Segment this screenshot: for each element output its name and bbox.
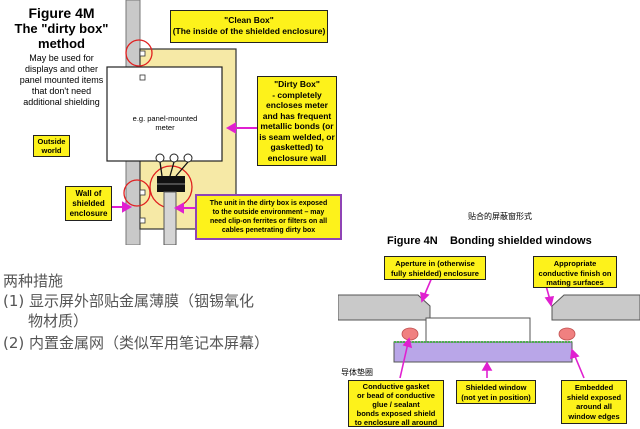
gasket-bead-left [401, 327, 419, 341]
meter-label: e.g. panel-mounted meter [132, 114, 198, 132]
figure-4m-subtitle-2: method [38, 36, 85, 51]
window-glass [425, 317, 531, 343]
conductive-finish-label: Appropriate conductive finish on mating … [533, 256, 617, 288]
figure-4n-diagram [338, 274, 640, 379]
figure-4m-subtitle-1: The "dirty box" [14, 21, 109, 36]
enclosure-right [551, 294, 640, 321]
outside-world-label: Outside world [33, 135, 70, 157]
meter-body [106, 66, 223, 162]
terminal-2 [169, 153, 179, 163]
dirty-box-label: "Dirty Box" - completely encloses meter … [257, 76, 337, 166]
figure-4n-caption-cn: 贴合的屏蔽窗形式 [468, 212, 532, 221]
aperture-label: Aperture in (otherwise fully shielded) e… [384, 256, 486, 280]
notes-item-1-line-1: (1) 显示屏外部贴金属薄膜（铟锡氧化 [3, 292, 255, 310]
gasket-bead-right [558, 327, 576, 341]
gasket-label: Conductive gasket or bead of conductive … [348, 380, 444, 427]
shielded-window-label: Shielded window (not yet in position) [456, 380, 536, 404]
window-shield-base [393, 341, 573, 363]
cable-bundle [163, 191, 177, 245]
bond-circle-bottom [123, 179, 151, 207]
notes-item-1-line-2: 物材质） [28, 312, 89, 330]
bond-circle-top [125, 39, 153, 67]
terminal-1 [155, 153, 165, 163]
clean-box-label: "Clean Box" (The inside of the shielded … [170, 10, 328, 43]
notes-heading: 两种措施 [3, 272, 64, 290]
wall-label: Wall of shielded enclosure [65, 186, 112, 221]
embedded-shield-label: Embedded shield exposed around all windo… [561, 380, 627, 424]
figure-4m-description: May be used for displays and other panel… [19, 53, 104, 107]
notes-item-2: (2) 内置金属网（类似军用笔记本屏幕） [3, 334, 270, 352]
dirty-box-exposure-note: The unit in the dirty box is exposed to … [195, 194, 342, 240]
figure-4m-title: Figure 4M [28, 5, 95, 21]
enclosure-left [338, 294, 431, 321]
gasket-label-cn: 导体垫圈 [341, 368, 373, 377]
figure-4n-title: Figure 4N Bonding shielded windows [387, 235, 592, 247]
terminal-3 [183, 153, 193, 163]
